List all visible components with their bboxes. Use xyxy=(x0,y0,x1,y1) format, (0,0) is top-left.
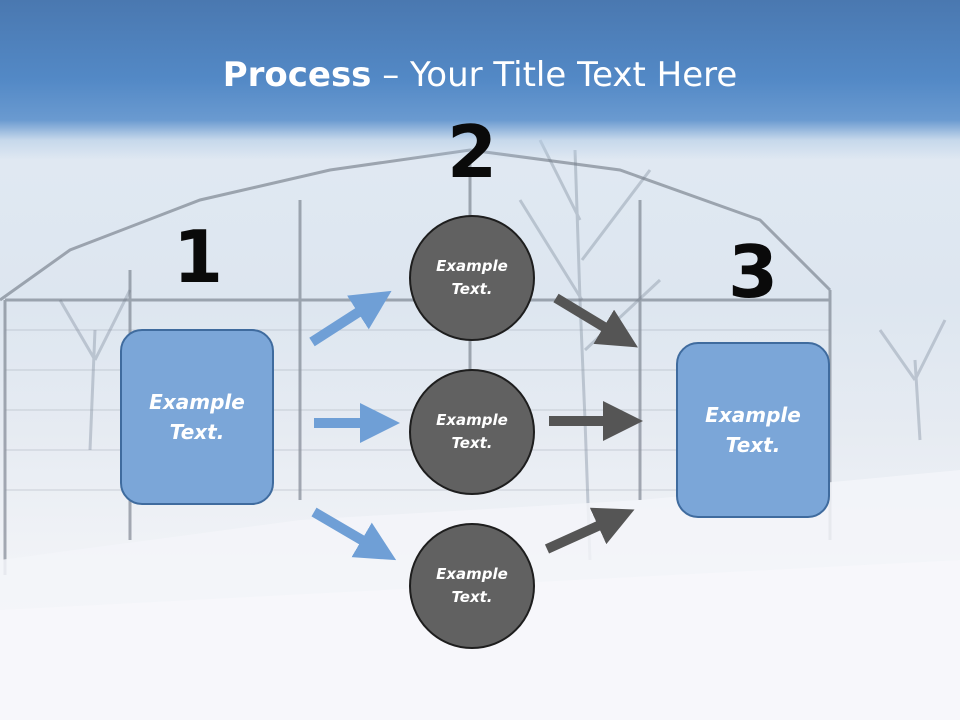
header-band xyxy=(0,0,960,160)
step-2-circle-top: Example Text. xyxy=(409,215,535,341)
circle-middle-label: Example Text. xyxy=(436,411,508,452)
circle-bottom-label: Example Text. xyxy=(436,565,508,606)
circle-top-label: Example Text. xyxy=(436,257,508,298)
step-2-circle-bottom: Example Text. xyxy=(409,523,535,649)
step-2-circle-middle: Example Text. xyxy=(409,369,535,495)
arrow-to-bottom-circle xyxy=(311,507,397,561)
arrow-to-top-circle xyxy=(309,290,392,347)
arrow-from-top-circle xyxy=(553,293,638,348)
step-number-3: 3 xyxy=(727,230,779,314)
title-bold: Process xyxy=(222,55,372,95)
step-3-box: Example Text. xyxy=(676,342,830,518)
step-1-box: Example Text. xyxy=(120,329,274,505)
step-3-label: Example Text. xyxy=(705,403,801,457)
step-number-2: 2 xyxy=(446,110,498,194)
title-rest: – Your Title Text Here xyxy=(371,55,738,95)
step-number-1: 1 xyxy=(172,215,224,299)
step-1-label: Example Text. xyxy=(149,390,245,444)
arrow-from-bottom-circle xyxy=(544,507,635,554)
slide-title: Process – Your Title Text Here xyxy=(0,52,960,98)
